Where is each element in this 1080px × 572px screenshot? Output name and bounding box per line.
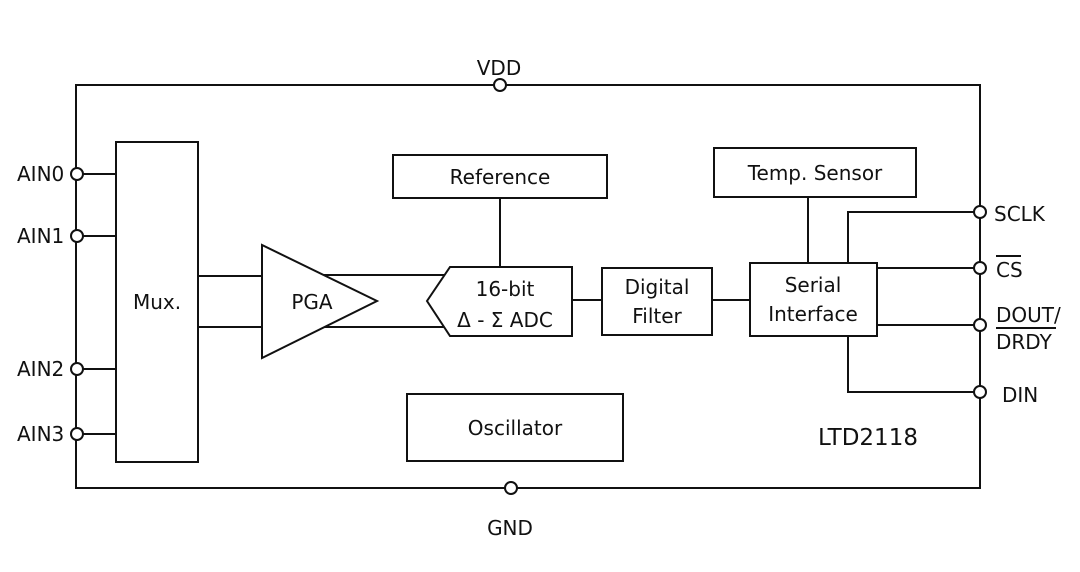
gnd-label: GND [487, 516, 533, 540]
dout-label: DOUT/ [996, 303, 1061, 327]
din-label: DIN [1002, 383, 1038, 407]
reference-block [392, 154, 608, 199]
cs-pin [973, 261, 987, 275]
dout-pin [973, 318, 987, 332]
serial-interface-block [749, 262, 878, 337]
drdy-label: DRDY [996, 330, 1053, 354]
chip-outline [75, 84, 981, 489]
adc-label-bits: 16-bit [476, 277, 535, 301]
ain3-label: AIN3 [17, 422, 64, 446]
temp-sensor-label: Temp. Sensor [747, 161, 883, 185]
ain0-label: AIN0 [17, 162, 64, 186]
digital-filter-label-2: Filter [632, 304, 682, 328]
cs-label: CS [996, 258, 1023, 282]
sclk-pin [973, 205, 987, 219]
ain2-label: AIN2 [17, 357, 64, 381]
signal-wires [83, 173, 974, 435]
mux-label: Mux. [133, 290, 181, 314]
reference-label: Reference [450, 165, 551, 189]
din-pin [973, 385, 987, 399]
temp-sensor-block [713, 147, 917, 198]
serial-interface-label-1: Serial [785, 273, 842, 297]
vdd-pin [493, 78, 507, 92]
ain3-pin [70, 427, 84, 441]
ain0-pin [70, 167, 84, 181]
digital-filter-block [601, 267, 713, 336]
vdd-label: VDD [477, 56, 521, 80]
oscillator-block [406, 393, 624, 462]
sclk-label: SCLK [994, 202, 1046, 226]
pga-label: PGA [291, 290, 333, 314]
ain2-pin [70, 362, 84, 376]
serial-interface-label-2: Interface [768, 302, 858, 326]
mux-block [115, 141, 199, 463]
pga-amplifier [261, 243, 380, 360]
oscillator-label: Oscillator [468, 416, 563, 440]
adc-block [425, 266, 573, 337]
adc-label-type: Δ - Σ ADC [457, 308, 553, 332]
ain1-label: AIN1 [17, 224, 64, 248]
gnd-pin [504, 481, 518, 495]
part-number-label: LTD2118 [818, 425, 918, 451]
digital-filter-label-1: Digital [625, 275, 690, 299]
ain1-pin [70, 229, 84, 243]
